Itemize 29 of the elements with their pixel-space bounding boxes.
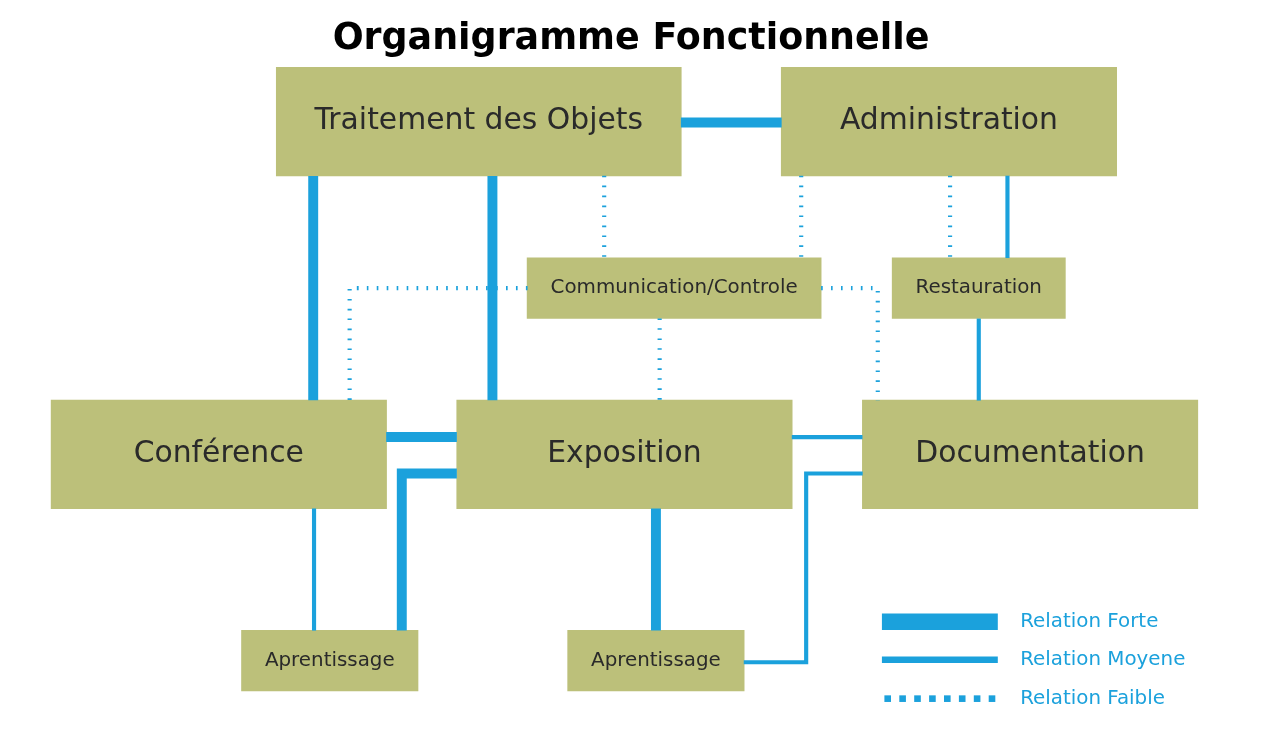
connector bbox=[311, 508, 317, 631]
node-box: Aprentissage bbox=[567, 629, 745, 692]
connector bbox=[1005, 175, 1010, 259]
node-box: Documentation bbox=[862, 399, 1199, 510]
connector bbox=[657, 318, 662, 401]
connector bbox=[799, 175, 804, 259]
connector bbox=[743, 471, 863, 665]
connector bbox=[602, 175, 607, 259]
connector bbox=[308, 175, 319, 401]
node-box: Aprentissage bbox=[241, 629, 419, 692]
node-box: Traitement des Objets bbox=[275, 67, 682, 177]
node-box: Restauration bbox=[891, 257, 1066, 319]
legend-label: Relation Faible bbox=[1020, 685, 1165, 709]
connector bbox=[976, 318, 981, 401]
connector bbox=[791, 435, 863, 440]
legend-label: Relation Forte bbox=[1020, 608, 1159, 632]
connector bbox=[680, 117, 782, 128]
connector bbox=[386, 432, 457, 443]
node-box: Communication/Controle bbox=[526, 257, 822, 319]
connector bbox=[396, 468, 457, 631]
node-box: Administration bbox=[780, 67, 1117, 177]
connector bbox=[948, 175, 953, 259]
diagram-title: Organigramme Fonctionnelle bbox=[332, 14, 930, 58]
connector bbox=[650, 508, 661, 631]
node-box: Exposition bbox=[456, 399, 793, 510]
connector bbox=[347, 286, 528, 401]
legend-label: Relation Moyene bbox=[1020, 646, 1186, 670]
node-box: Conférence bbox=[50, 399, 387, 510]
connector bbox=[487, 175, 498, 401]
